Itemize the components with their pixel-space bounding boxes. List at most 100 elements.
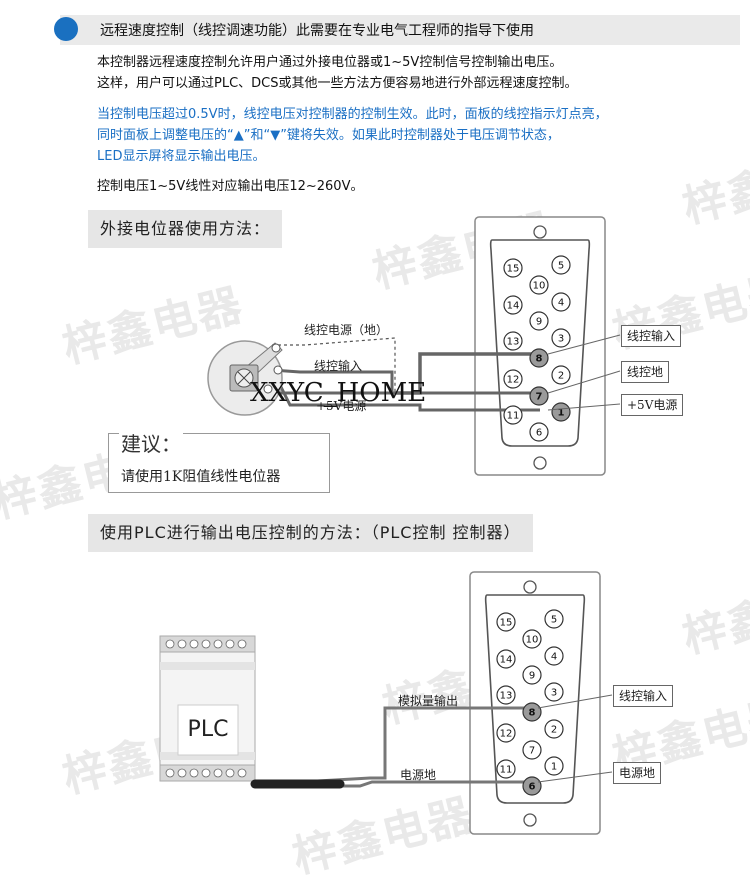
pin-11 <box>503 405 523 425</box>
header-bar <box>60 15 740 45</box>
pin-1 <box>544 756 564 776</box>
wire-label-power-ground: 电源地 <box>400 768 437 782</box>
pin-7 <box>529 386 549 406</box>
pin-label-15: 15 <box>507 264 520 275</box>
pin-label-1: 1 <box>551 762 557 773</box>
plc-terminals <box>165 639 247 778</box>
advice-title: 建议： <box>119 428 183 457</box>
pin-label-8: 8 <box>529 708 536 719</box>
pin-label-13: 13 <box>507 337 520 348</box>
pin-3 <box>551 328 571 348</box>
pin-5 <box>544 609 564 629</box>
input-wire-left <box>271 368 394 393</box>
screw-hole-icon <box>533 456 547 470</box>
screw-hole-icon <box>533 225 547 239</box>
plc-label: PLC <box>187 717 229 742</box>
wire-label-ground: 线控电源（地） <box>304 323 389 337</box>
pin-label-6: 6 <box>529 782 536 793</box>
leader-line <box>547 370 621 394</box>
pin-7 <box>522 740 542 760</box>
pin-label-15: 15 <box>500 618 513 629</box>
intro-line-1: 本控制器远程速度控制允许用户通过外接电位器或1~5V控制信号控制输出电压。 <box>97 55 563 70</box>
pin-9 <box>529 311 549 331</box>
overlay-watermark-text: XXYC_HOME <box>250 378 427 408</box>
leader-line <box>537 694 613 709</box>
pin-12 <box>503 369 523 389</box>
pin-5 <box>551 255 571 275</box>
advice-text: 请使用1K阻值线性电位器 <box>121 469 281 485</box>
wire-label-power: +5V电源 <box>316 399 367 413</box>
wire-label-analog: 模拟量输出 <box>398 694 459 708</box>
pin-label-4: 4 <box>558 298 564 309</box>
pin-label-5: 5 <box>558 261 564 272</box>
pin-label-12: 12 <box>507 375 520 386</box>
note-line-2: 同时面板上调整电压的“▲”和“▼”键将失效。如果此时控制器处于电压调节状态， <box>97 128 560 143</box>
plc-label-panel <box>177 704 239 756</box>
pin-label-10: 10 <box>526 635 539 646</box>
pin-label-14: 14 <box>507 301 520 312</box>
pin-label-3: 3 <box>558 334 564 345</box>
pin-label-5: 5 <box>551 615 557 626</box>
pin-15 <box>496 612 516 632</box>
pin-label-2: 2 <box>558 371 564 382</box>
pin-4 <box>551 292 571 312</box>
leader-line <box>547 334 621 355</box>
pin-label-13: 13 <box>500 691 513 702</box>
pin-3 <box>544 682 564 702</box>
leader-line <box>547 403 621 411</box>
pin-11 <box>496 759 516 779</box>
pin-9 <box>522 665 542 685</box>
callout-pin7: 线控地 <box>621 361 670 383</box>
pin-1 <box>551 402 571 422</box>
pin-15 <box>503 258 523 278</box>
pin-14 <box>496 649 516 669</box>
pin-6 <box>529 422 549 442</box>
pin-label-10: 10 <box>533 281 546 292</box>
bullet-icon <box>54 17 78 41</box>
pin-8 <box>529 348 549 368</box>
pin-label-6: 6 <box>536 428 542 439</box>
callout-pin1: +5V电源 <box>621 394 684 416</box>
power-wire <box>273 374 540 412</box>
pin-label-7: 7 <box>536 392 543 403</box>
note-line-1: 当控制电压超过0.5V时，线控电压对控制器的控制生效。此时，面板的线控指示灯点亮… <box>97 107 608 122</box>
pin-8 <box>522 702 542 722</box>
spec-line: 控制电压1~5V线性对应输出电压12~260V。 <box>97 179 364 194</box>
note-line-3: LED显示屏将显示输出电压。 <box>97 149 266 164</box>
pin-10 <box>529 275 549 295</box>
potentiometer-terminal <box>273 365 283 375</box>
pin-12 <box>496 723 516 743</box>
pin-6 <box>522 776 542 796</box>
pin-label-8: 8 <box>536 354 543 365</box>
pin-4 <box>544 646 564 666</box>
pin-label-7: 7 <box>529 746 535 757</box>
screw-hole-icon <box>523 580 537 594</box>
pin-13 <box>503 331 523 351</box>
pin-label-9: 9 <box>536 317 542 328</box>
header-title: 远程速度控制（线控调速功能）此需要在专业电气工程师的指导下使用 <box>100 23 534 39</box>
pin-label-12: 12 <box>500 729 513 740</box>
callout-pin8-plc: 线控输入 <box>613 685 674 707</box>
pin-label-4: 4 <box>551 652 557 663</box>
pin-label-11: 11 <box>507 411 520 422</box>
pin-13 <box>496 685 516 705</box>
callout-pin6-plc: 电源地 <box>613 762 662 784</box>
pin-label-2: 2 <box>551 725 557 736</box>
pin-2 <box>544 719 564 739</box>
callout-pin8: 线控输入 <box>621 325 682 347</box>
pin-10 <box>522 629 542 649</box>
advice-box: 建议： 请使用1K阻值线性电位器 <box>108 428 330 493</box>
leader-line <box>537 771 613 783</box>
pin-label-1: 1 <box>558 408 565 419</box>
pin-label-11: 11 <box>500 765 513 776</box>
pin-2 <box>551 365 571 385</box>
pin-label-14: 14 <box>500 655 513 666</box>
section2-title: 使用PLC进行输出电压控制的方法：（PLC控制 控制器） <box>88 514 533 552</box>
potentiometer-terminal <box>271 343 281 353</box>
pin-label-3: 3 <box>551 688 557 699</box>
ground-wire-dashed <box>272 337 396 393</box>
pin-label-9: 9 <box>529 671 535 682</box>
